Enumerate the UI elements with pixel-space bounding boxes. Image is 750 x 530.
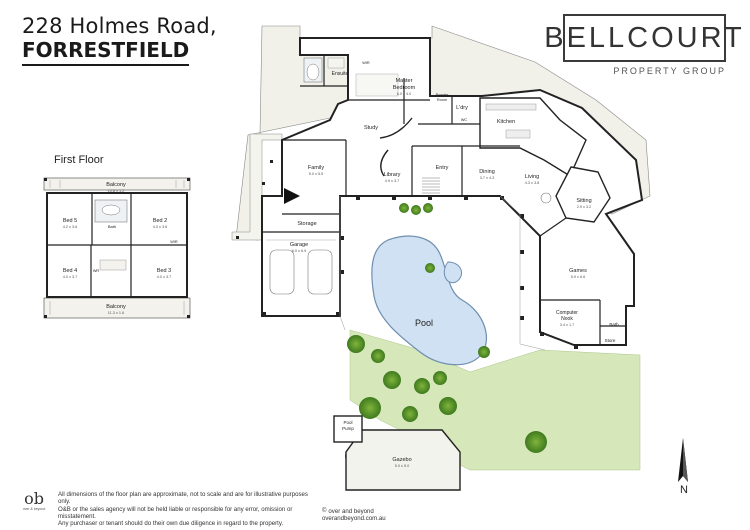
gf-games-dim: 5.9 x 6.6 <box>571 275 586 279</box>
disclaimer-line-2: O&B or the sales agency will not be held… <box>58 505 293 520</box>
gf-living-dim: 4.3 x 3.8 <box>525 181 540 185</box>
gf-ensuite-label: Ensuite <box>332 71 349 77</box>
gf-sitting-dim: 2.9 x 3.2 <box>577 205 592 209</box>
ff-bed2-label: Bed 2 <box>153 218 167 224</box>
gf-games-label: Games <box>569 268 587 274</box>
gf-pool-label: Pool <box>415 318 433 328</box>
gf-computer-dim: 3.4 x 1.7 <box>560 323 575 327</box>
gf-family-label: Family <box>308 165 324 171</box>
ff-bed5-dim: 4.2 x 3.6 <box>63 225 78 229</box>
north-label: N <box>680 484 688 496</box>
pool-pump-shape <box>333 415 363 443</box>
first-floor-labels: Balcony 10.8 x 1.2 Bed 5 4.2 x 3.6 Bath … <box>63 182 178 315</box>
ff-wr-label: WR <box>93 269 100 273</box>
gf-store-label: Store <box>605 338 616 343</box>
disclaimer-text: All dimensions of the floor plan are app… <box>58 491 318 527</box>
ob-logo-text: over & beyond <box>22 507 46 511</box>
address-title: 228 Holmes Road, FORRESTFIELD <box>22 14 217 66</box>
brand-tagline: PROPERTY GROUP <box>613 66 726 76</box>
gf-dining-label: Dining <box>479 169 495 175</box>
gf-garage-label: Garage <box>290 242 308 248</box>
footer: ob over & beyond All dimensions of the f… <box>22 491 318 528</box>
gf-nook-label: Nook <box>561 316 573 322</box>
credit-name: over and beyond <box>328 508 374 515</box>
gf-storage-label: Storage <box>297 221 316 227</box>
gf-wir-label: WIR <box>362 61 370 65</box>
gf-study-label: Study <box>364 125 378 131</box>
over-and-beyond-logo: ob over & beyond <box>22 491 46 519</box>
gf-library-label: Library <box>384 172 401 178</box>
ff-bath-label: Bath <box>108 224 116 229</box>
gf-pool-pump-label-2: Pump <box>342 426 354 431</box>
gf-bath-label: Bath <box>609 322 619 327</box>
address-line-2: FORRESTFIELD <box>22 38 190 66</box>
gazebo-shape <box>345 429 461 491</box>
first-floor-title: First Floor <box>54 154 104 166</box>
garden-plants <box>345 203 547 478</box>
ff-balcony-top-dim: 10.8 x 1.2 <box>108 189 125 193</box>
gf-wc-label: WC <box>461 118 468 122</box>
gf-entry-label: Entry <box>436 165 449 171</box>
ff-balcony-bottom-label: Balcony <box>106 304 126 310</box>
gf-ldry-label: L'dry <box>456 105 468 111</box>
gf-pool-pump-label-1: Pool <box>343 420 352 425</box>
copyright-icon: © <box>322 508 327 514</box>
gf-powder-label: Powder <box>436 93 450 97</box>
ff-bed4-label: Bed 4 <box>63 268 77 274</box>
garden-area <box>333 203 641 491</box>
gf-sitting-label: Sitting <box>576 198 591 204</box>
gf-bedroom-label: Bedroom <box>393 85 416 91</box>
brand-name: BELLCOURT <box>544 14 742 62</box>
bellcourt-logo: BELLCOURT PROPERTY GROUP <box>544 14 742 76</box>
gf-gazebo-label: Gazebo <box>392 457 411 463</box>
ff-bed4-dim: 4.0 x 3.7 <box>63 275 78 279</box>
gf-library-dim: 4.9 x 3.7 <box>385 179 400 183</box>
gf-dining-dim: 3.7 x 4.3 <box>480 176 495 180</box>
credit-url[interactable]: overandbeyond.com.au <box>322 515 386 523</box>
gf-gazebo-dim: 5.0 x 5.0 <box>395 464 410 468</box>
ff-bed5-label: Bed 5 <box>63 218 77 224</box>
address-line-1: 228 Holmes Road, <box>22 14 217 38</box>
first-floor-plan <box>43 177 191 319</box>
ob-logo-mark: ob <box>24 489 44 508</box>
ff-bed2-dim: 4.0 x 3.6 <box>153 225 168 229</box>
gf-kitchen-label: Kitchen <box>497 119 515 125</box>
gf-master-dim: 6.0 x 4.0 <box>397 92 412 96</box>
ff-balcony-bottom-dim: 11.3 x 1.6 <box>108 311 124 315</box>
gf-computer-label: Computer <box>556 310 578 316</box>
ff-bed3-label: Bed 3 <box>157 268 171 274</box>
gf-family-dim: 5.0 x 5.5 <box>309 172 324 176</box>
gf-garage-dim: 6.0 x 6.9 <box>292 249 307 253</box>
ff-wir-label: WIR <box>170 240 178 244</box>
gf-living-label: Living <box>525 174 539 180</box>
gf-master-label: Master <box>396 78 413 84</box>
disclaimer-line-3: Any purchaser or tenant should do their … <box>58 520 284 528</box>
credit: ©over and beyond overandbeyond.com.au <box>322 508 386 523</box>
disclaimer-line-1: All dimensions of the floor plan are app… <box>58 491 308 506</box>
ground-floor-labels: Ensuite WIR Master Bedroom 6.0 x 4.0 Pow… <box>290 61 619 468</box>
ground-floor-plan <box>231 25 651 351</box>
ff-bed3-dim: 4.0 x 3.7 <box>157 275 172 279</box>
gf-room-label: Room <box>437 98 447 102</box>
north-arrow-icon <box>678 438 688 482</box>
ff-balcony-top-label: Balcony <box>106 182 126 188</box>
